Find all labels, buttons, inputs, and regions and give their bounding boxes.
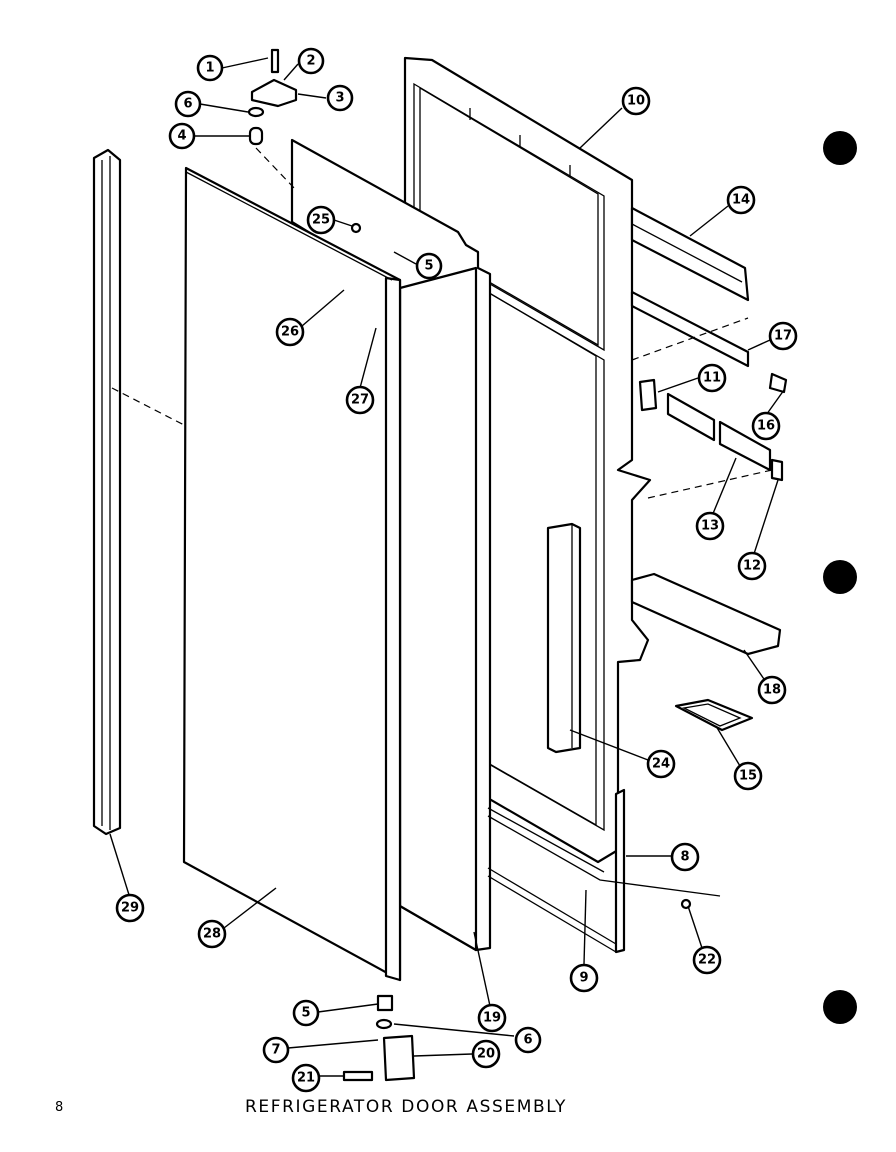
callout-28: 28 (197, 919, 227, 949)
callout-label: 14 (732, 193, 750, 208)
top-hinge (247, 48, 298, 146)
butter-tray (674, 698, 754, 732)
callout-26: 26 (275, 317, 305, 347)
callout-18: 18 (757, 675, 787, 705)
callout-6-bottom: 6 (514, 1026, 542, 1054)
bottom-hinge (342, 994, 416, 1082)
callout-14: 14 (726, 185, 756, 215)
upper-shelf-rails (630, 206, 750, 368)
callout-17: 17 (768, 321, 798, 351)
callout-2: 2 (297, 47, 325, 75)
callout-10: 10 (621, 86, 651, 116)
callout-label: 9 (579, 971, 588, 986)
callout-label: 29 (121, 901, 139, 916)
callout-label: 16 (757, 419, 775, 434)
callout-20: 20 (471, 1039, 501, 1069)
door-handle (546, 522, 582, 754)
binder-hole (823, 990, 857, 1024)
lower-shelf (630, 572, 782, 656)
bottom-trim (487, 788, 721, 954)
callout-label: 5 (424, 259, 433, 274)
callout-label: 1 (205, 61, 214, 76)
callout-label: 10 (627, 94, 645, 109)
callout-8: 8 (670, 842, 700, 872)
leader-lines (109, 57, 785, 1077)
binder-hole (823, 560, 857, 594)
callout-13: 13 (695, 511, 725, 541)
callout-label: 22 (698, 953, 716, 968)
plug-button (350, 222, 362, 234)
callout-label: 28 (203, 927, 221, 942)
callout-15: 15 (733, 761, 763, 791)
callout-label: 6 (523, 1033, 532, 1048)
callout-6-top: 6 (174, 90, 202, 118)
middle-fittings (638, 372, 788, 482)
callout-label: 6 (183, 97, 192, 112)
page-number: 8 (55, 1100, 63, 1115)
callout-label: 11 (703, 371, 721, 386)
callout-label: 13 (701, 519, 719, 534)
callout-21: 21 (291, 1063, 321, 1093)
callout-16: 16 (751, 411, 781, 441)
callout-label: 15 (739, 769, 757, 784)
callout-19: 19 (477, 1003, 507, 1033)
callout-5-bottom: 5 (292, 999, 320, 1027)
diagram-caption: REFRIGERATOR DOOR ASSEMBLY (245, 1097, 567, 1117)
callout-label: 20 (477, 1047, 495, 1062)
callout-1: 1 (196, 54, 224, 82)
callout-7: 7 (262, 1036, 290, 1064)
callout-24: 24 (646, 749, 676, 779)
callout-9: 9 (569, 963, 599, 993)
callout-label: 17 (774, 329, 792, 344)
assembly-lines (111, 147, 773, 499)
callout-label: 19 (483, 1011, 501, 1026)
binder-holes (823, 131, 857, 1024)
callout-label: 24 (652, 757, 670, 772)
callout-5-top: 5 (415, 252, 443, 280)
callout-label: 8 (680, 850, 689, 865)
callout-label: 3 (335, 91, 344, 106)
callout-label: 2 (306, 54, 315, 69)
callouts: 1 2 3 6 4 10 14 25 5 26 27 17 11 16 13 1… (115, 47, 798, 1093)
callout-11: 11 (697, 363, 727, 393)
callout-label: 12 (743, 559, 761, 574)
callout-label: 18 (763, 683, 781, 698)
door-gasket (92, 148, 122, 836)
binder-hole (823, 131, 857, 165)
callout-label: 26 (281, 325, 299, 340)
callout-label: 27 (351, 393, 369, 408)
callout-label: 4 (177, 129, 186, 144)
outer-door-panel (182, 166, 402, 982)
callout-25: 25 (306, 205, 336, 235)
callout-label: 25 (312, 213, 330, 228)
callout-12: 12 (737, 551, 767, 581)
callout-label: 5 (301, 1006, 310, 1021)
callout-29: 29 (115, 893, 145, 923)
callout-27: 27 (345, 385, 375, 415)
callout-3: 3 (326, 84, 354, 112)
callout-22: 22 (692, 945, 722, 975)
callout-label: 7 (271, 1043, 280, 1058)
callout-label: 21 (297, 1071, 315, 1086)
callout-4: 4 (168, 122, 196, 150)
